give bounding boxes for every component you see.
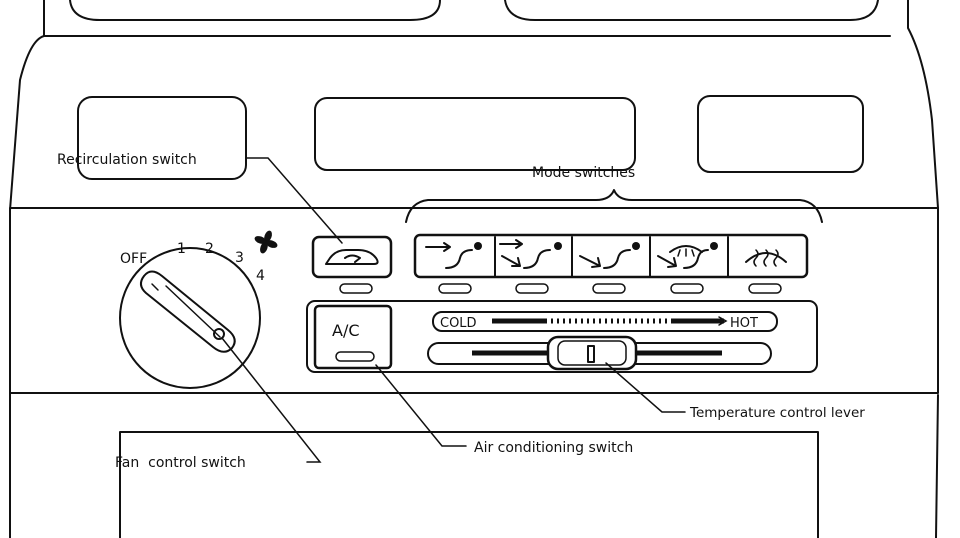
vent-bilevel-icon	[499, 239, 562, 269]
fan-control-switch-label: Fan control switch	[115, 455, 246, 471]
temperature-control-lever-label: Temperature control lever	[689, 405, 865, 421]
fan-position-off: OFF	[120, 251, 147, 267]
temperature-hot-label: HOT	[730, 316, 758, 331]
leader-lines	[221, 157, 686, 463]
temperature-control-lever[interactable]	[546, 335, 638, 371]
fan-control-dial[interactable]	[119, 247, 261, 389]
temperature-cold-label: COLD	[440, 316, 477, 331]
control-panel	[9, 207, 939, 394]
mode-indicator-lamps	[438, 283, 782, 294]
mode-switches-bracket	[405, 189, 823, 223]
fan-dial-position-labels: OFF 1 2 3 4	[120, 241, 265, 284]
lower-panel	[119, 431, 819, 538]
defrost-icon	[745, 249, 787, 267]
fan-position-2: 2	[205, 241, 214, 257]
fan-icon	[254, 230, 278, 254]
fan-position-4: 4	[256, 268, 265, 284]
ac-indicator-lamp	[335, 351, 375, 362]
climate-module	[306, 300, 818, 373]
recirculation-icon	[325, 249, 379, 265]
mode-button-group[interactable]	[413, 233, 809, 279]
mode-switches-label: Mode switches	[532, 165, 635, 181]
upper-vents	[77, 95, 864, 180]
recirculation-button[interactable]	[311, 235, 393, 294]
recirculation-switch-label: Recirculation switch	[57, 152, 197, 168]
ac-button-label: A/C	[332, 321, 360, 340]
dashboard-outline	[9, 0, 939, 538]
temperature-scale: COLD HOT	[432, 311, 778, 332]
fan-position-1: 1	[177, 241, 186, 257]
vent-foot-icon	[579, 242, 640, 269]
vent-face-icon	[425, 242, 482, 269]
ac-button[interactable]: A/C	[313, 304, 393, 370]
fan-position-3: 3	[235, 250, 244, 266]
vent-foot-defrost-icon	[657, 242, 718, 269]
air-conditioning-switch-label: Air conditioning switch	[474, 440, 633, 456]
